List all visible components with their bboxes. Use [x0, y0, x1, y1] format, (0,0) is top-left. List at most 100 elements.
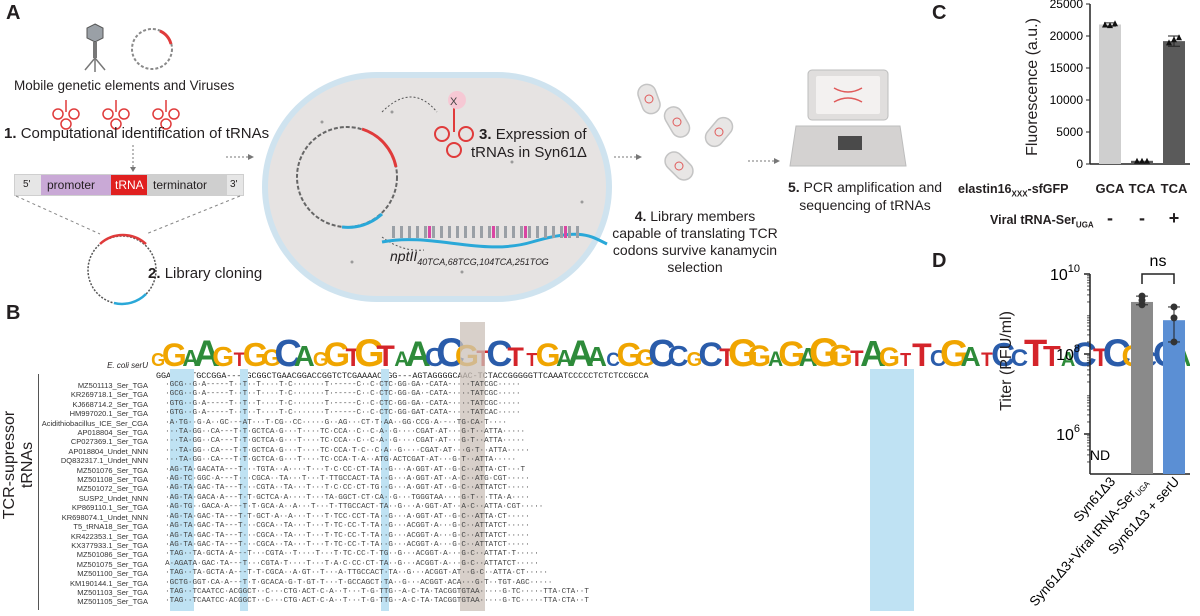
sequence-row: ·GTG··G·A-----T··T··T····T·C·······T·---… [156, 399, 521, 408]
category-label: TCA [1128, 181, 1156, 196]
logo-letter: A [394, 348, 409, 368]
sequence-row: ·TAG··TA·GCTA·A---T···CGTA··T····T···T·T… [156, 550, 539, 559]
reference-sequence: GGAGAGATGCCGGA----GCGGCTGAACGGACCGGTCTCG… [156, 371, 649, 381]
logo-letter: G [536, 337, 561, 368]
phage-plasmid-icons [84, 23, 173, 72]
row2-label: Viral tRNA-SerUGA [990, 213, 1094, 230]
highlight-column [381, 369, 389, 611]
logo-letter: T [719, 344, 734, 368]
trna-icon [52, 100, 80, 130]
sequence-row: ·A·TG··G·A··GC·--AT···T·CG··CC·····G··AG… [156, 418, 507, 427]
data-point [1107, 22, 1113, 29]
logo-letter: C [486, 333, 512, 368]
sequence-name: T5_tRNA18_Ser_TGA [73, 522, 148, 532]
sequence-row: ·AG·TA·GAC·TA---T···CGCA··TA···T···T·TC·… [156, 531, 530, 540]
sequence-row: ·TAG··TCAATCC·ACGGCT··C···CTG·ACT·C·A··T… [156, 597, 589, 606]
data-point [1139, 157, 1145, 164]
sequence-name: MZ501105_Ser_TGA [77, 597, 148, 607]
significance-bracket [1141, 273, 1175, 284]
logo-letter: C [425, 342, 444, 368]
expression-construct: 5' promoter tRNA terminator 3' [14, 174, 244, 196]
coiled-plasmid [296, 126, 398, 229]
sequence-name: MZ501075_Ser_TGA [76, 559, 148, 569]
sequence-name: MZ501103_Ser_TGA [77, 587, 148, 597]
sequence-row: ·TAG··TA·GCTA·A---T·T·CGCA··A·GT··T···A·… [156, 569, 548, 578]
sequence-row: A·AGATA·GAC·TA---T···CGTA·T····T···T·A·C… [156, 559, 539, 568]
bar [1163, 41, 1185, 165]
phage-icon [84, 23, 106, 72]
sequence-name: KJ668714.2_Ser_TGA [72, 399, 148, 409]
logo-letter: T [1024, 333, 1047, 368]
sequence-name: AP018804_Undet_NNN [68, 446, 148, 456]
logo-letter: G [354, 332, 384, 368]
step5-label: 5. PCR amplification and sequencing of t… [787, 179, 943, 213]
logo-letter: C [1072, 336, 1097, 368]
sequence-row: ···TA·GG··CA---T·T·GCTCA·G···T····TC·CCA… [156, 456, 517, 465]
logo-letter: A [556, 345, 573, 368]
sequence-name: KR269718.1_Ser_TGA [70, 390, 148, 400]
sequence-name: MZ501113_Ser_TGA [77, 381, 148, 390]
construct-3prime: 3' [230, 179, 238, 190]
data-point [1171, 36, 1177, 43]
sequence-row: ···TA·GG··CA---T·T·GCTCA·G···T····TC·CCA… [156, 437, 526, 446]
logo-letter: T [850, 346, 864, 368]
logo-letter: G [324, 336, 350, 368]
sequence-row: ·AG·TA·GAC·TA---T···CGCA··TA···T···T·TC·… [156, 522, 530, 531]
sequence-row: ·AG·TC·GGC·A---T···CGCA··TA···T···T·TTGC… [156, 475, 530, 484]
logo-letter: C [1011, 345, 1028, 368]
trna-icons [52, 100, 180, 130]
logo-letter: A [1061, 349, 1075, 368]
logo-letter: T [526, 350, 537, 368]
sequence-row: ···TA·GG··CA---T·T·GCTCA·G···T····TC·CCA… [156, 428, 526, 437]
step3-label-line2: tRNAs in Syn61Δ [471, 144, 587, 161]
logo-letter: G [212, 341, 234, 368]
right-arrow-icon [748, 158, 780, 164]
logo-letter: A [182, 345, 199, 368]
logo-letter: T [234, 350, 246, 368]
sequence-name: KR422353.1_Ser_TGA [70, 531, 148, 541]
step3-label: 3. Expression of [479, 126, 587, 143]
highlight-column [240, 369, 248, 611]
sequence-name: SUSP2_Undet_NNN [78, 493, 148, 503]
logo-letter: C [930, 345, 947, 368]
sequence-row: ·GCG··G·A-----T··T··T····T·C·······T·---… [156, 390, 521, 399]
logo-letter: A [768, 348, 783, 368]
panel-label-c: C [932, 2, 947, 24]
step1-label: 1. Computational identification of tRNAs [4, 125, 270, 142]
logo-letter: C [1103, 332, 1131, 368]
logo-letter: T [1043, 341, 1061, 368]
sequence-row: ·GTG··G·A-----T··T··T····T·C·······T·---… [156, 409, 521, 418]
bar [1099, 24, 1121, 165]
sequence-name: MZ501076_Ser_TGA [76, 465, 148, 475]
data-point [1176, 34, 1182, 41]
sequence-row: ···TA·GG··CA---T·T·GCTCA·G···T····TC·CCA… [156, 446, 530, 455]
sequence-name: KR698074.1_Undet_NNN [61, 512, 148, 522]
viral-trna-sign: + [1168, 208, 1180, 228]
data-point [1138, 292, 1146, 300]
highlight-column [170, 369, 194, 611]
logo-letter: C [668, 341, 689, 368]
axis-line [38, 374, 39, 610]
sequence-name: HM997020.1_Ser_TGA [69, 409, 148, 419]
logo-letter: G [940, 333, 969, 368]
trna-icon [152, 100, 180, 130]
logo-letter: G [748, 340, 771, 368]
logo-letter: C [274, 333, 301, 368]
sequence-row: ·AG·TA·GACATA---T···TGTA··A····T···T·C·C… [156, 465, 526, 474]
logo-letter: G [151, 350, 165, 368]
sequence-row: ·AG·TA·GAC·TA---T·T·GCT·A··A···T···T·TCC… [156, 512, 530, 521]
data-point [1170, 314, 1178, 322]
logo-letter: G [829, 338, 853, 368]
logo-letter: A [567, 333, 594, 368]
data-point [1144, 157, 1150, 164]
trna-cloverleaf-icon [434, 91, 474, 158]
sequence-name: KM190144.1_Ser_TGA [70, 578, 148, 588]
y-tick-label: 20000 [1050, 29, 1084, 43]
logo-letter: C [991, 336, 1015, 368]
panel-label-b: B [6, 302, 21, 324]
sequence-row: ·GCG··G·A-----T··T··T····T·C·······T·---… [156, 381, 521, 389]
construct-5prime: 5' [23, 179, 31, 190]
right-arrow-icon [226, 154, 254, 160]
